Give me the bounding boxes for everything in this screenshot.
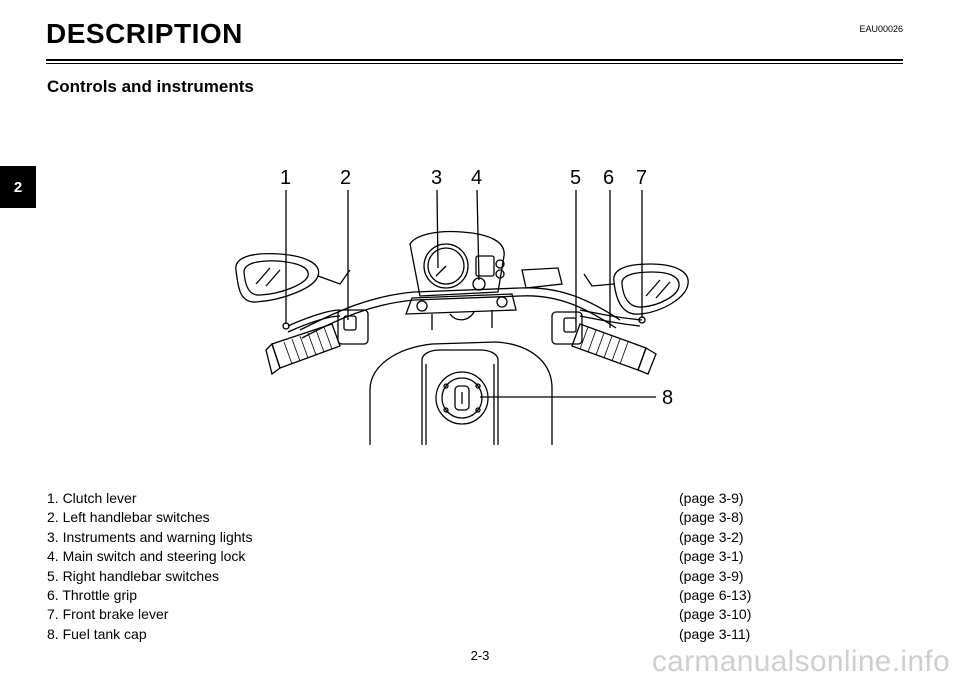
legend-row: 7. Front brake lever (page 3-10) — [47, 605, 787, 624]
legend-label: 8. Fuel tank cap — [47, 625, 147, 642]
section-subtitle: Controls and instruments — [47, 77, 254, 96]
legend-page: (page 6-13) — [679, 586, 752, 603]
legend-row: 1. Clutch lever (page 3-9) — [47, 489, 787, 508]
legend-row: 3. Instruments and warning lights (page 3… — [47, 528, 787, 547]
document-code: EAU00026 — [859, 24, 903, 34]
legend-label: 4. Main switch and steering lock — [47, 548, 246, 565]
legend-page: (page 3-11) — [679, 625, 751, 642]
handlebar-illustration: 1 2 3 4 5 6 7 8 — [235, 167, 689, 445]
page-number: 2-3 — [470, 648, 490, 663]
title-rule-thin — [46, 63, 903, 64]
legend-label: 3. Instruments and warning lights — [47, 528, 253, 545]
legend-row: 4. Main switch and steering lock (page 3-… — [47, 547, 787, 566]
legend-row: 6. Throttle grip (page 6-13) — [47, 586, 787, 605]
callout-6: 6 — [603, 167, 614, 189]
legend-page: (page 3-8) — [679, 509, 744, 526]
legend-page: (page 3-10) — [679, 606, 752, 623]
legend-page: (page 3-1) — [679, 548, 744, 565]
callout-8: 8 — [662, 387, 673, 409]
legend-row: 5. Right handlebar switches (page 3-9) — [47, 567, 787, 586]
legend-label: 6. Throttle grip — [47, 586, 138, 603]
legend-row: 2. Left handlebar switches (page 3-8) — [47, 508, 787, 527]
legend-label: 5. Right handlebar switches — [47, 567, 219, 584]
legend-page: (page 3-2) — [679, 528, 744, 545]
legend-page: (page 3-9) — [679, 567, 744, 584]
legend-label: 1. Clutch lever — [47, 490, 137, 506]
callout-3: 3 — [431, 167, 442, 189]
callout-7: 7 — [636, 167, 647, 189]
legend-list: 1. Clutch lever (page 3-9) 2. Left handle… — [47, 489, 787, 644]
legend-label: 2. Left handlebar switches — [47, 509, 210, 526]
callout-5: 5 — [570, 167, 581, 189]
page-title: DESCRIPTION — [46, 18, 243, 49]
chapter-tab: 2 — [0, 166, 36, 208]
legend-page: (page 3-9) — [679, 490, 744, 506]
watermark: carmanualsonline.info — [651, 645, 950, 678]
callout-1: 1 — [280, 167, 291, 189]
callout-4: 4 — [471, 167, 482, 189]
title-rule-thick — [46, 59, 903, 61]
callout-2: 2 — [340, 167, 351, 189]
legend-label: 7. Front brake lever — [47, 606, 169, 623]
legend-row: 8. Fuel tank cap (page 3-11) — [47, 625, 787, 644]
